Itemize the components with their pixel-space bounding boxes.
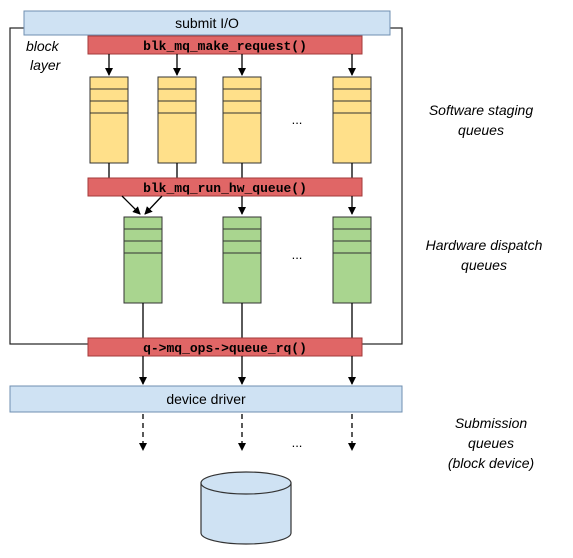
disk-cylinder-icon [200, 471, 292, 545]
block-layer-label-line2: layer [30, 57, 62, 73]
software-staging-label-line1: Software staging [429, 102, 533, 118]
hardware-dispatch-label-line1: Hardware dispatch [426, 237, 543, 253]
submit-io-label: submit I/O [175, 15, 239, 31]
make-request-label: blk_mq_make_request() [143, 39, 307, 54]
queue-rq-bar [87, 337, 363, 357]
submission-label-line3: (block device) [448, 455, 534, 471]
submission-queue-ellipsis: ... [292, 435, 303, 450]
submit-io-bar [23, 10, 391, 36]
submission-label-line2: queues [468, 435, 514, 451]
hardware-dispatch-label-line2: queues [461, 257, 507, 273]
hardware-queue-3 [332, 216, 372, 304]
submission-label-line1: Submission [455, 415, 528, 431]
hardware-queue-1 [123, 216, 163, 304]
arrow-hw-1b [144, 195, 163, 215]
software-queue-1 [89, 76, 129, 164]
software-staging-label-line2: queues [458, 122, 504, 138]
software-queue-ellipsis: ... [292, 112, 303, 127]
software-queue-3 [222, 76, 262, 164]
software-queue-2 [157, 76, 197, 164]
arrow-hw-1a [121, 195, 141, 215]
device-driver-bar [9, 385, 403, 413]
hardware-queue-ellipsis: ... [292, 247, 303, 262]
hardware-queue-2 [222, 216, 262, 304]
block-layer-label-line1: block [26, 38, 60, 54]
make-request-bar [87, 35, 363, 55]
run-hw-queue-bar [87, 177, 363, 197]
run-hw-queue-label: blk_mq_run_hw_queue() [143, 181, 307, 196]
queue-rq-label: q->mq_ops->queue_rq() [143, 341, 307, 356]
software-queue-4 [332, 76, 372, 164]
device-driver-label: device driver [166, 391, 246, 407]
